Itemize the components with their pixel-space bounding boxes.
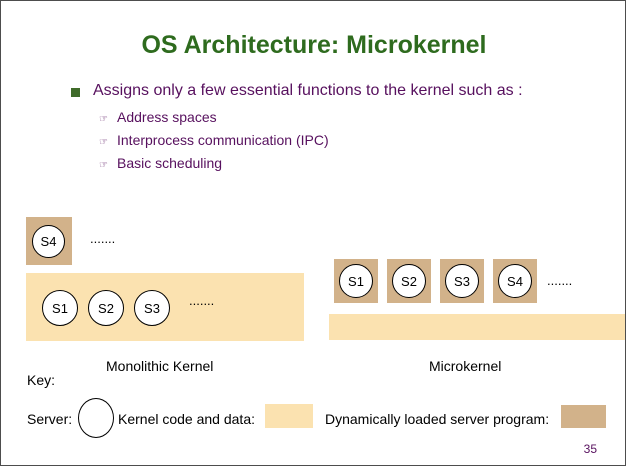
microkernel-dynamic-server-box: S4 (493, 259, 537, 303)
sub-item-address-spaces: ☞ Address spaces (99, 109, 217, 125)
microkernel-kernel-block (329, 314, 625, 340)
page-number: 35 (583, 442, 597, 456)
key-kernel-label: Kernel code and data: (118, 411, 255, 427)
key-kernel-swatch (265, 404, 313, 428)
server-circle: S1 (339, 264, 373, 298)
bullet-text: Assigns only a few essential functions t… (93, 82, 523, 99)
sub-item-label: Address spaces (117, 109, 217, 125)
server-circle: S4 (498, 264, 532, 298)
microkernel-dynamic-server-box: S2 (387, 259, 431, 303)
server-circle: S1 (42, 290, 78, 326)
monolithic-kernel-ellipsis: ....... (189, 293, 215, 308)
server-circle: S2 (392, 264, 426, 298)
microkernel-dynamic-server-box: S1 (334, 259, 378, 303)
key-server-label: Server: (27, 411, 73, 427)
microkernel-dynamic-server-box: S3 (440, 259, 484, 303)
pointing-hand-icon: ☞ (99, 114, 108, 125)
slide-title: OS Architecture: Microkernel (141, 31, 487, 59)
monolithic-caption: Monolithic Kernel (106, 358, 214, 374)
square-bullet-icon (71, 88, 80, 97)
pointing-hand-icon: ☞ (99, 137, 108, 148)
microkernel-caption: Microkernel (429, 358, 502, 374)
server-circle: S4 (32, 225, 65, 258)
monolithic-dynamic-ellipsis: ....... (90, 231, 116, 246)
sub-item-label: Basic scheduling (117, 155, 223, 171)
key-dynamic-label: Dynamically loaded server program: (325, 411, 550, 427)
microkernel-ellipsis: ....... (547, 273, 573, 288)
sub-item-ipc: ☞ Interprocess communication (IPC) (99, 132, 329, 148)
sub-item-label: Interprocess communication (IPC) (117, 132, 329, 148)
key-label: Key: (27, 372, 56, 388)
key-server-circle (78, 398, 114, 438)
server-circle: S3 (445, 264, 479, 298)
pointing-hand-icon: ☞ (99, 160, 108, 171)
server-circle: S2 (88, 290, 124, 326)
key-dynamic-swatch (561, 405, 606, 428)
monolithic-dynamic-server-box: S4 (26, 217, 72, 265)
server-circle: S3 (134, 290, 170, 326)
sub-item-basic-scheduling: ☞ Basic scheduling (99, 155, 222, 171)
